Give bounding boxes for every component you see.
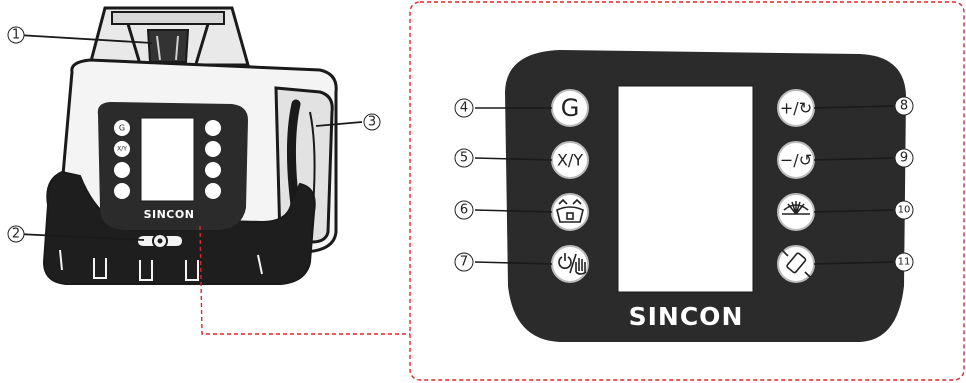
svg-text:5: 5 (460, 151, 468, 166)
svg-text:+/↻: +/↻ (780, 99, 812, 118)
brand-large: SINCON (629, 302, 744, 331)
svg-text:X/Y: X/Y (117, 146, 127, 153)
tripod-slot (138, 233, 182, 249)
svg-text:4: 4 (460, 101, 468, 116)
button-plus-rotate[interactable]: +/↻ (777, 89, 815, 127)
callout-11: 11 (813, 252, 914, 272)
base-feet (59, 249, 263, 281)
callout-3: 3 (315, 113, 381, 131)
callout-1: 1 (7, 26, 153, 44)
callout-10: 10 (813, 200, 914, 220)
laser-level-device: SINCON G X/Y (42, 6, 338, 285)
svg-text:1: 1 (12, 28, 20, 43)
small-buttons-right (205, 120, 221, 199)
button-power-manual[interactable] (551, 245, 589, 283)
svg-text:11: 11 (898, 257, 911, 268)
svg-text:X/Y: X/Y (557, 151, 583, 170)
large-display (617, 85, 754, 293)
button-remote[interactable] (777, 245, 815, 283)
callout-9: 9 (813, 148, 914, 168)
zoom-frame (409, 1, 965, 381)
level-base-icon (556, 198, 584, 223)
power-hand-icon (558, 253, 587, 275)
svg-text:3: 3 (368, 115, 376, 130)
button-scan-mode[interactable] (777, 193, 815, 231)
button-minus-rotate[interactable]: −/↺ (777, 141, 815, 179)
rotating-head (88, 6, 250, 67)
callout-8: 8 (813, 96, 914, 116)
callout-4: 4 (454, 98, 552, 118)
button-g[interactable]: G (551, 89, 589, 127)
svg-text:8: 8 (900, 99, 908, 114)
callout-7: 7 (454, 252, 553, 272)
remote-icon (781, 249, 811, 278)
callout-5: 5 (454, 148, 553, 168)
svg-text:G: G (561, 94, 580, 122)
callout-2: 2 (7, 225, 145, 243)
svg-text:−/↺: −/↺ (780, 151, 812, 170)
svg-text:2: 2 (12, 227, 20, 242)
button-slope-mode[interactable] (551, 193, 589, 231)
svg-text:10: 10 (898, 205, 911, 216)
button-xy[interactable]: X/Y (551, 141, 589, 179)
small-buttons-left: G X/Y (114, 120, 130, 199)
svg-text:7: 7 (460, 255, 468, 270)
control-panel-large: SINCON G X/Y (505, 50, 906, 342)
control-panel-small: SINCON G X/Y (97, 102, 249, 230)
scan-fan-icon (782, 201, 810, 215)
callout-6: 6 (454, 200, 553, 220)
zoom-connector (199, 1, 965, 381)
svg-text:6: 6 (460, 203, 468, 218)
brand-small: SINCON (144, 208, 195, 221)
svg-text:G: G (119, 124, 125, 133)
svg-text:9: 9 (900, 151, 908, 166)
small-display (140, 117, 195, 202)
